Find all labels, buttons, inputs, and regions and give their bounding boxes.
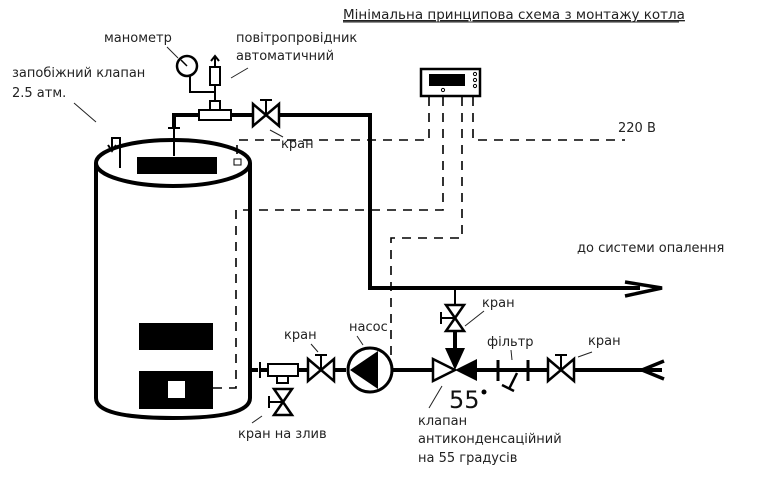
controller-button [440, 87, 446, 93]
label-pump: насос [349, 320, 388, 335]
supply-pipe-top [172, 113, 200, 128]
degree-symbol [481, 389, 487, 395]
filter-pocket [507, 372, 519, 390]
leader-air-vent [230, 67, 249, 79]
return-arrow-icon [637, 359, 665, 381]
boiler-temp-sensor [233, 158, 242, 166]
label-voltage: 220 В [618, 121, 656, 136]
label-anticond-2: антиконденсаційний [418, 432, 562, 447]
circulation-pump[interactable] [346, 346, 394, 394]
wire-burner [185, 97, 444, 389]
label-safety-valve-2: 2.5 атм. [12, 86, 66, 101]
controller-led-2 [472, 77, 478, 83]
label-anticond-3: на 55 градусів [418, 451, 517, 466]
boiler-cylinder [94, 127, 252, 421]
safety-valve-arrow-icon [107, 144, 117, 153]
filter-cap [501, 383, 515, 393]
leader-anticond [428, 385, 443, 409]
leader-valve-top [269, 129, 284, 138]
label-to-heating: до системи опалення [577, 241, 724, 256]
label-valve-pump: кран [284, 328, 317, 343]
leader-manometer [166, 46, 179, 59]
anticondensation-valve[interactable] [431, 348, 477, 384]
controller-led-1 [472, 71, 478, 77]
three-way-valve-left [431, 356, 458, 384]
safety-group-neck [209, 100, 221, 111]
boiler-sensor-window [168, 381, 185, 398]
leader-drain-valve [251, 415, 263, 424]
valve-bypass[interactable] [440, 303, 467, 333]
air-vent-arrow-icon [210, 54, 220, 62]
strainer-filter[interactable] [496, 360, 530, 393]
wire-boiler-sensor [236, 97, 430, 158]
leader-safety-valve [73, 102, 97, 123]
leader-valve-pump [310, 343, 319, 353]
wire-power-220v [472, 97, 625, 141]
wire-pump [390, 97, 463, 365]
manometer-needle [180, 59, 188, 67]
drain-tee-neck [276, 375, 289, 384]
three-way-valve-top [445, 348, 465, 370]
boiler-door-upper [139, 323, 213, 350]
valve-top[interactable] [251, 99, 281, 129]
air-vent-body [209, 66, 221, 86]
supply-arrow-icon [624, 280, 663, 298]
diagram-title: Мінімальна принципова схема з монтажу ко… [343, 7, 685, 23]
drain-valve[interactable] [268, 387, 295, 417]
leader-valve-bypass [464, 310, 485, 327]
valve-return[interactable] [546, 354, 576, 384]
safety-group-body [198, 109, 232, 121]
leader-valve-return [577, 351, 593, 358]
label-safety-valve-1: запобіжний клапан [12, 66, 145, 81]
three-way-valve-right [455, 359, 477, 381]
label-anticond-1: клапан [418, 414, 467, 429]
controller-display [429, 74, 465, 86]
label-air-vent-1: повітропровідник [236, 31, 357, 46]
temp-setpoint-label: 55 [449, 386, 480, 414]
controller-unit[interactable] [419, 67, 482, 98]
label-valve-top: кран [281, 137, 314, 152]
manometer-tube [189, 70, 215, 93]
boiler-bottom [94, 397, 252, 421]
label-drain-valve: кран на злив [238, 427, 327, 442]
label-manometer: манометр [104, 31, 172, 46]
leader-pump [356, 335, 364, 346]
leader-filter [510, 349, 513, 361]
valve-pump[interactable] [306, 354, 336, 384]
label-filter: фільтр [487, 335, 534, 350]
boiler-top-panel [137, 157, 217, 174]
safety-valve-outlet [111, 137, 121, 168]
controller-led-3 [472, 83, 478, 89]
pump-direction-icon [350, 351, 378, 389]
supply-pipe-main [279, 113, 640, 290]
label-valve-return: кран [588, 334, 621, 349]
drain-tee-body [267, 363, 299, 377]
label-valve-bypass: кран [482, 296, 515, 311]
label-air-vent-2: автоматичний [236, 49, 334, 64]
